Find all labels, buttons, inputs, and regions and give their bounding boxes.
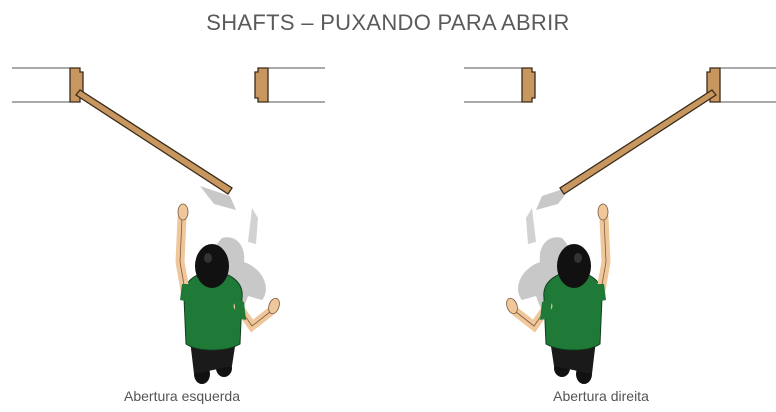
right-opening-diagram [464,67,776,384]
left-wall-segment [11,67,72,103]
right-door-frame-strike [521,67,536,103]
right-door-leaf [559,89,717,195]
page-title: SHAFTS – PUXANDO PARA ABRIR [206,10,570,35]
caption-left-opening: Abertura esquerda [124,388,240,404]
left-person-figure [178,204,281,384]
right-wall-segment [266,67,325,103]
left-door-frame-strike [254,67,269,103]
left-opening-diagram [11,67,325,384]
right-panel-left-wall-segment [464,67,522,103]
left-door-leaf [75,89,233,195]
right-panel-right-wall-segment [718,67,776,103]
caption-right-opening: Abertura direita [553,388,649,404]
